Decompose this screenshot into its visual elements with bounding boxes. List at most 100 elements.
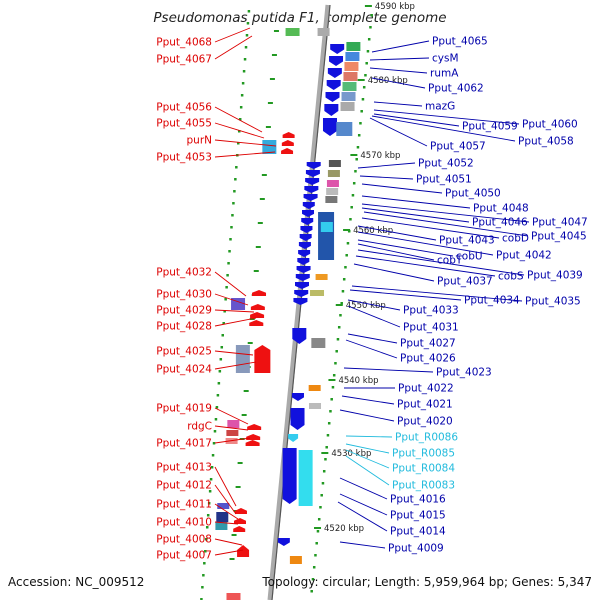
leader-line-left	[214, 293, 249, 306]
gene-label-right: Pput_4058	[518, 136, 574, 148]
reverse-gene	[306, 162, 321, 169]
gene-label-right: Pput_4043	[439, 235, 495, 247]
ring-dot-left	[230, 226, 233, 229]
ring-dot-right	[351, 194, 355, 197]
reverse-gene	[305, 178, 320, 185]
functional-class-block	[298, 450, 313, 506]
reverse-gene	[304, 186, 319, 193]
ring-dot-left	[232, 202, 235, 205]
ring-dot-right	[360, 110, 363, 113]
ring-dot-right	[315, 542, 318, 545]
gene-label-left: Pput_4013	[156, 462, 212, 474]
ring-dot-left	[245, 34, 249, 37]
gene-label-left: purN	[187, 135, 213, 147]
ring-tick-left	[247, 342, 253, 344]
leader-line-left	[214, 151, 276, 158]
gene-label-right: cysM	[432, 53, 459, 65]
leader-line-left	[214, 503, 239, 520]
leader-line-right	[351, 285, 523, 302]
functional-class-block	[328, 160, 341, 167]
gene-label-right: Pput_4022	[398, 383, 454, 395]
leader-line-left	[214, 521, 239, 525]
leader-line-right	[345, 435, 393, 438]
ring-tick-left	[243, 390, 249, 392]
reverse-gene	[322, 118, 337, 136]
leader-line-right	[343, 367, 434, 373]
ring-dot-left	[246, 22, 250, 25]
leader-line-right	[347, 305, 401, 328]
ring-dot-left	[218, 370, 222, 373]
forward-gene	[233, 518, 246, 524]
functional-class-block	[310, 290, 325, 296]
leader-line-right	[349, 289, 462, 301]
gene-label-right: Pput_4026	[400, 353, 456, 365]
leader-line-right	[361, 207, 470, 223]
forward-gene	[252, 290, 267, 296]
forward-gene	[247, 424, 262, 430]
ring-dot-left	[202, 574, 205, 577]
ring-tick-left	[237, 462, 243, 464]
ring-dot-right	[321, 482, 325, 485]
leader-line-right	[345, 443, 390, 454]
ring-dot-right	[337, 326, 341, 329]
gene-label-right: cobT	[437, 255, 463, 267]
ring-tick-left	[265, 126, 271, 128]
leader-line-right	[355, 255, 496, 277]
ring-dot-left	[206, 514, 210, 517]
feature-layer	[215, 28, 361, 600]
leader-line-left	[214, 27, 251, 43]
ring-dot-left	[224, 298, 227, 301]
leader-line-right	[361, 217, 500, 239]
leader-line-left	[214, 309, 255, 313]
gene-label-left: Pput_4024	[156, 364, 212, 376]
gene-label-right: rumA	[430, 68, 459, 80]
ring-dot-left	[237, 142, 240, 145]
ring-dot-right	[342, 278, 346, 281]
gene-label-right: Pput_4023	[436, 367, 492, 379]
gene-label-right: mazG	[425, 101, 455, 113]
ring-dot-right	[332, 374, 336, 377]
forward-gene	[234, 508, 247, 514]
ring-tick-left	[253, 270, 259, 272]
ring-dot-left	[203, 562, 206, 565]
reverse-gene	[290, 408, 305, 430]
functional-class-block	[217, 503, 230, 509]
ring-dot-left	[229, 238, 232, 241]
kbp-label: 4590 kbp	[375, 2, 415, 12]
functional-class-block	[227, 420, 240, 428]
leader-line-left	[214, 35, 253, 60]
leader-line-right	[341, 395, 395, 405]
ring-dot-right	[322, 470, 326, 473]
ring-dot-right	[341, 290, 345, 293]
ring-dot-left	[235, 166, 238, 169]
ring-dot-left	[225, 286, 228, 289]
ring-dot-right	[310, 590, 313, 593]
ring-dot-left	[238, 118, 242, 121]
kbp-label: 4540 kbp	[338, 376, 378, 386]
gene-label-right: Pput_4034	[464, 295, 520, 307]
ring-dot-right	[331, 386, 335, 389]
ring-tick-left	[259, 198, 265, 200]
kbp-label: 4570 kbp	[360, 151, 400, 161]
ring-dot-right	[354, 170, 357, 173]
ring-dot-right	[362, 86, 366, 89]
gene-label-left: Pput_4055	[156, 118, 212, 130]
gene-label-left: Pput_4011	[156, 499, 212, 511]
ring-dot-right	[335, 350, 338, 353]
reverse-gene	[298, 242, 311, 249]
functional-class-block	[345, 52, 360, 61]
gene-label-right: Pput_4027	[400, 338, 456, 350]
leader-line-right	[339, 477, 388, 500]
map-title: Pseudomonas putida F1, complete genome	[153, 10, 446, 26]
gene-label-right: Pput_4031	[403, 322, 459, 334]
ring-dot-right	[312, 566, 316, 569]
functional-class-block	[311, 338, 326, 348]
forward-gene	[246, 434, 261, 440]
functional-class-block	[342, 82, 357, 91]
forward-gene	[250, 304, 265, 310]
reverse-gene	[301, 218, 314, 225]
reverse-gene	[303, 194, 318, 201]
ring-dot-left	[205, 538, 208, 541]
ring-dot-left	[207, 502, 211, 505]
